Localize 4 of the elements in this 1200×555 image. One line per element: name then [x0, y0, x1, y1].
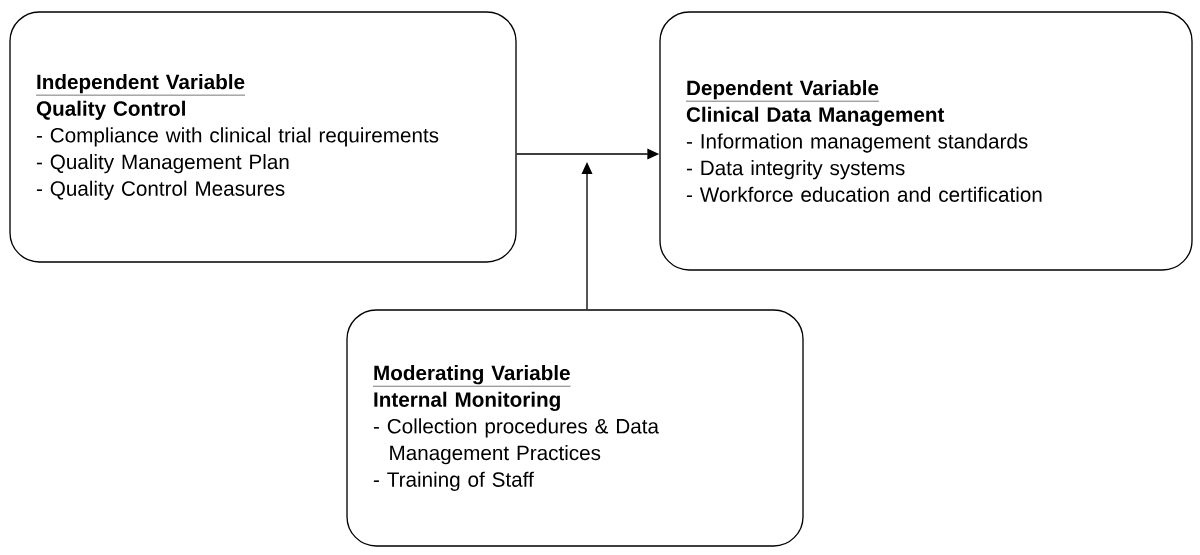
variable-box: Dependent Variable Clinical Data Management - Information management standards - Data integrity systems - Workforce education and certification: [659, 11, 1193, 271]
arrow: [581, 162, 593, 310]
variable-box: Moderating Variable Internal Monitoring - Collection procedures & Data Management Practices - Training of Staff: [346, 309, 804, 547]
variable-box: Independent Variable Quality Control - Compliance with clinical trial requirements - Quality Management Plan - Quality Control Measures: [9, 11, 517, 263]
